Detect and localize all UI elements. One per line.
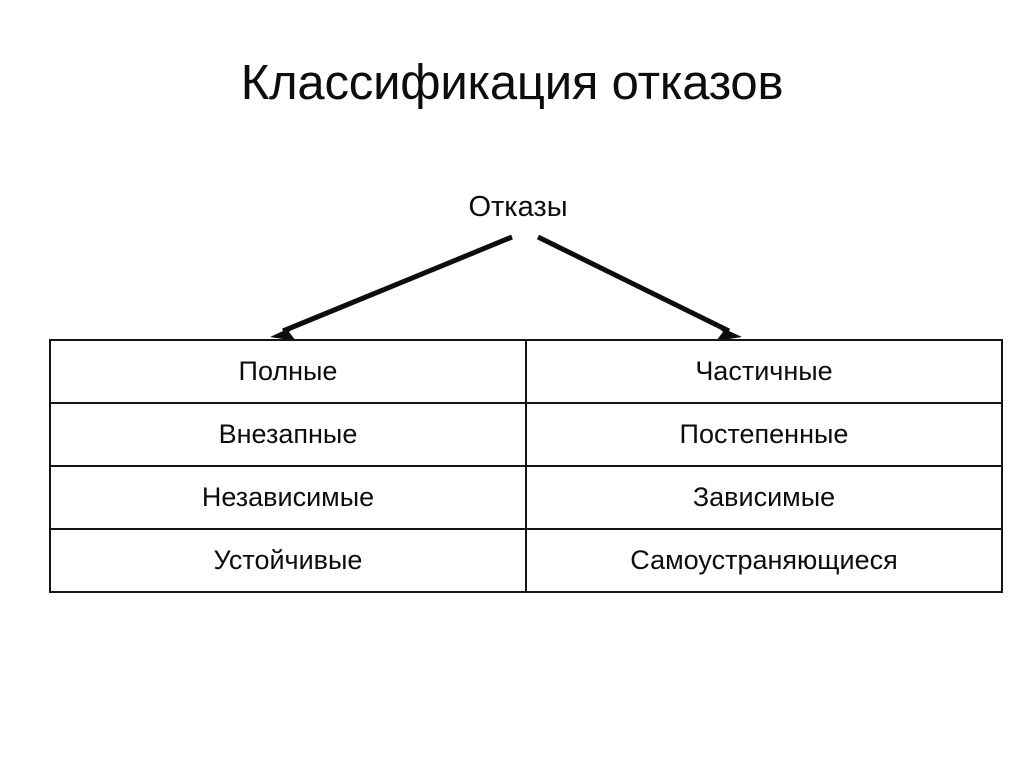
table-row: Устойчивые Самоустраняющиеся <box>49 528 1003 593</box>
cell-partial: Частичные <box>525 339 1003 404</box>
table-row: Независимые Зависимые <box>49 465 1003 530</box>
arrow-to-right-column-icon <box>536 234 742 341</box>
cell-self-correcting: Самоустраняющиеся <box>525 528 1003 593</box>
cell-sudden: Внезапные <box>49 402 527 467</box>
table-row: Внезапные Постепенные <box>49 402 1003 467</box>
classification-table: Полные Частичные Внезапные Постепенные Н… <box>49 339 1003 593</box>
cell-persistent: Устойчивые <box>49 528 527 593</box>
cell-gradual: Постепенные <box>525 402 1003 467</box>
cell-independent: Независимые <box>49 465 527 530</box>
cell-dependent: Зависимые <box>525 465 1003 530</box>
arrow-to-left-column-icon <box>270 234 513 341</box>
cell-full: Полные <box>49 339 527 404</box>
table-body: Полные Частичные Внезапные Постепенные Н… <box>49 339 1003 593</box>
diagram-root-node-label: Отказы <box>468 191 568 223</box>
page-title: Классификация отказов <box>240 56 784 110</box>
table-row: Полные Частичные <box>49 339 1003 404</box>
